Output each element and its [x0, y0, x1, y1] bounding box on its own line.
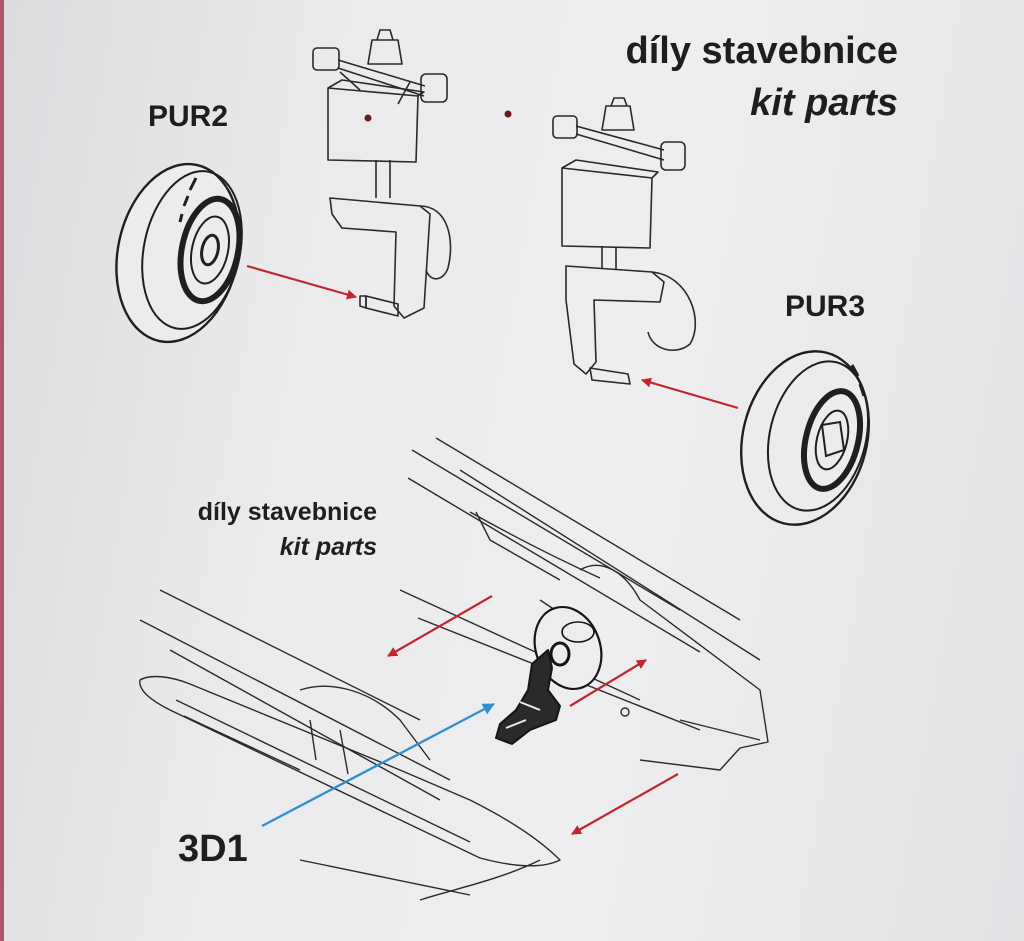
part-label-pur2: PUR2: [148, 100, 229, 133]
arrow-3d1: [261, 702, 495, 828]
kit-parts-title-cz: díly stavebnice: [625, 30, 898, 72]
arrow-pur3-to-leg: [641, 377, 739, 410]
landing-gear-leg-left: [312, 29, 452, 319]
landing-gear-leg-right: [504, 97, 697, 385]
strut-3d1: [495, 605, 603, 745]
part-label-pur3: PUR3: [785, 290, 866, 323]
arrow-pur2-to-leg: [246, 264, 357, 300]
arrow-mount-point: [569, 659, 647, 707]
part-label-3d1: 3D1: [178, 828, 248, 870]
red-arrows: [246, 264, 739, 835]
page-edge: [0, 0, 4, 941]
kit-parts-caption-en: kit parts: [279, 533, 377, 561]
arrow-upper-wing: [387, 595, 493, 657]
arrow-lower-wing: [571, 773, 679, 835]
kit-parts-title-en: kit parts: [750, 82, 898, 124]
wheel-pur3: [739, 350, 871, 526]
wheel-pur2: [115, 162, 243, 344]
wing-assembly-lines: [139, 437, 769, 901]
kit-parts-caption-cz: díly stavebnice: [197, 498, 377, 526]
